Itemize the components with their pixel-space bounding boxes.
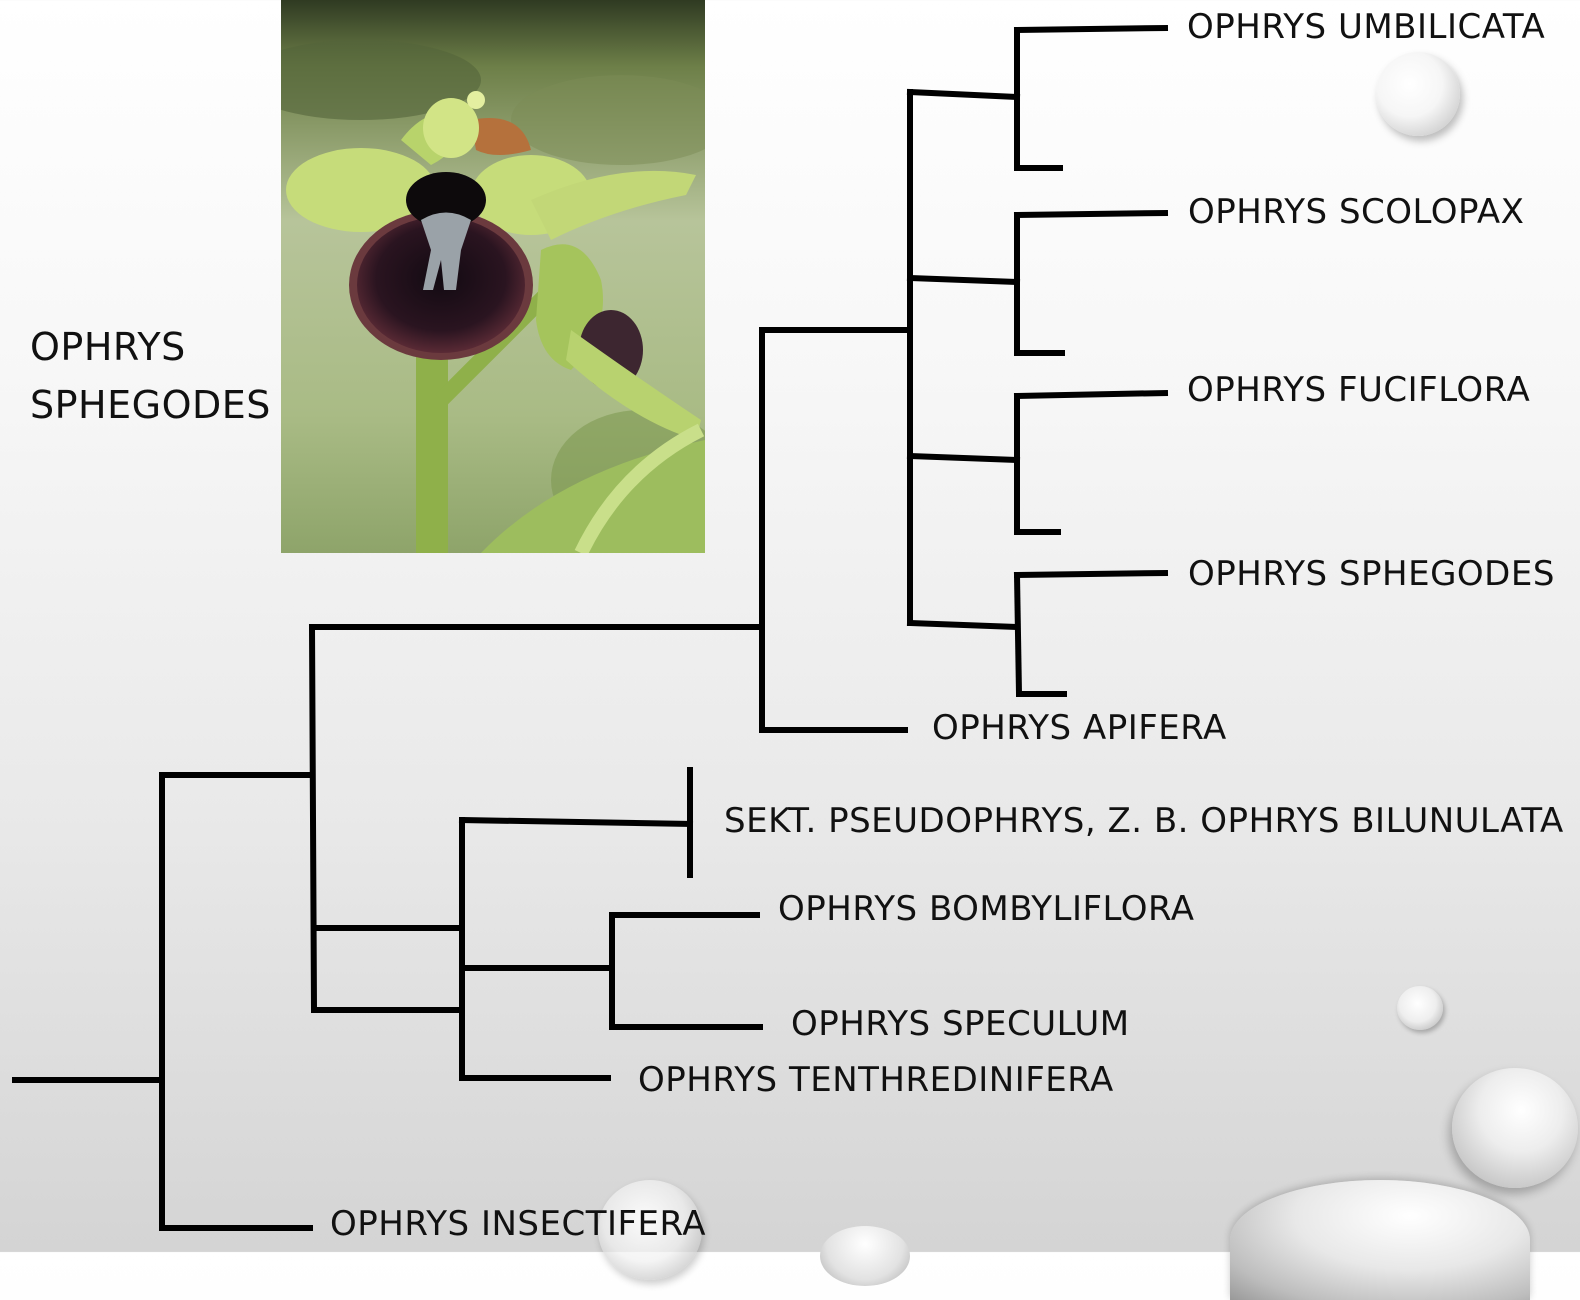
taxon-label-bombyliflora: OPHRYS BOMBYLIFLORA: [778, 892, 1195, 926]
tree-branch: [1017, 573, 1165, 575]
tree-branch: [910, 623, 1017, 627]
taxon-label-pseudophrys: SEKT. PSEUDOPHRYS, Z. B. OPHRYS BILUNULA…: [724, 804, 1564, 838]
tree-branch: [910, 278, 1017, 282]
taxon-label-speculum: OPHRYS SPECULUM: [791, 1007, 1130, 1041]
tree-branch: [1017, 28, 1165, 30]
tree-branch: [462, 820, 690, 824]
taxon-label-fuciflora: OPHRYS FUCIFLORA: [1187, 373, 1530, 407]
taxon-label-insectifera: OPHRYS INSECTIFERA: [330, 1207, 706, 1241]
taxon-label-scolopax: OPHRYS SCOLOPAX: [1188, 195, 1524, 229]
tree-branch: [1017, 393, 1165, 396]
taxon-label-tenthredinifera: OPHRYS TENTHREDINIFERA: [638, 1063, 1114, 1097]
taxon-label-sphegodes: OPHRYS SPHEGODES: [1188, 557, 1555, 591]
tree-branch: [910, 456, 1017, 460]
taxon-label-apifera: OPHRYS APIFERA: [932, 711, 1227, 745]
tree-branch: [910, 92, 1017, 97]
tree-branch: [1017, 575, 1019, 694]
tree-branch: [1017, 213, 1165, 215]
tree-branch: [312, 627, 314, 1010]
taxon-label-umbilicata: OPHRYS UMBILICATA: [1187, 10, 1545, 44]
